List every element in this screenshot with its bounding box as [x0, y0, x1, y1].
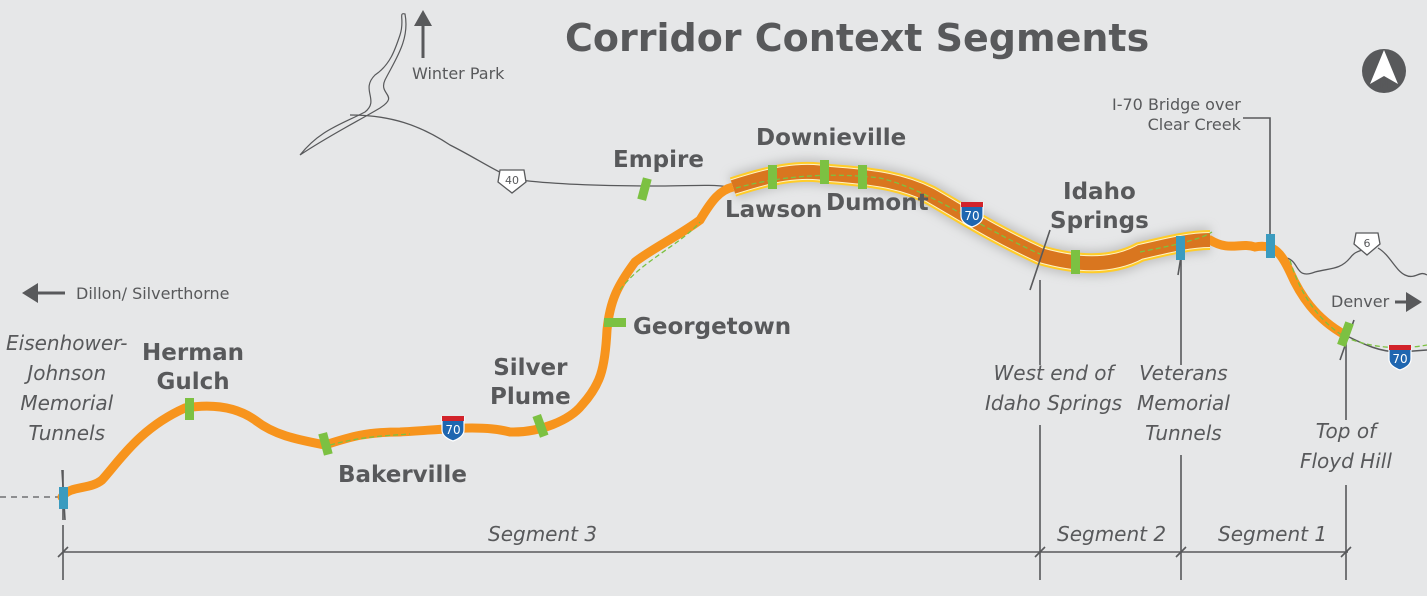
marker-lawson: [768, 165, 777, 189]
i70-shield-icon: 70: [441, 416, 465, 442]
town-dumont: Dumont: [826, 190, 929, 216]
segment-lines: [57, 117, 1355, 580]
us40-shield-icon: 40: [497, 169, 527, 194]
label-floyd-hill: Top of Floyd Hill: [1300, 419, 1392, 473]
marker-bridge: [1266, 234, 1275, 258]
marker-floyd-hill: [1337, 321, 1354, 347]
us6-road: [1286, 247, 1427, 278]
label-bridge: I-70 Bridge over Clear Creek: [1112, 95, 1241, 134]
denver-label: Denver: [1331, 292, 1390, 311]
dillon-label: Dillon/ Silverthorne: [76, 284, 230, 303]
segment-2-label: Segment 2: [1057, 522, 1167, 546]
town-georgetown: Georgetown: [633, 314, 792, 340]
frontage-trail: [329, 174, 1427, 446]
i70-east: [1344, 334, 1427, 353]
marker-veterans: [1176, 236, 1185, 260]
river-line: [299, 13, 407, 156]
marker-downieville: [820, 160, 829, 184]
marker-herman-gulch: [185, 398, 194, 420]
town-herman-gulch: Herman Gulch: [142, 340, 245, 395]
marker-tunnels: [59, 487, 68, 509]
segment-markers: [59, 234, 1275, 509]
marker-dumont: [858, 165, 867, 189]
svg-text:70: 70: [1392, 352, 1407, 366]
i70-shield-icon: 70: [1388, 345, 1412, 371]
town-bakerville: Bakerville: [338, 462, 467, 488]
town-markers: [185, 160, 1354, 456]
svg-text:70: 70: [964, 209, 979, 223]
label-eisenhower-tunnels: Eisenhower- Johnson Memorial Tunnels: [6, 331, 128, 445]
label-veterans-tunnels: Veterans Memorial Tunnels: [1137, 361, 1230, 445]
town-downieville: Downieville: [756, 125, 907, 151]
marker-empire: [637, 177, 652, 201]
svg-text:6: 6: [1364, 237, 1371, 250]
page-title: Corridor Context Segments: [565, 16, 1150, 60]
town-empire: Empire: [613, 147, 704, 173]
town-idaho-springs: Idaho Springs: [1050, 179, 1149, 234]
town-silver-plume: Silver Plume: [490, 355, 571, 410]
svg-text:40: 40: [505, 174, 519, 187]
arrows: [22, 10, 1422, 312]
segment-1-label: Segment 1: [1218, 522, 1328, 546]
marker-bakerville: [318, 432, 333, 456]
north-arrow-icon: N: [1362, 49, 1406, 93]
segment-3-label: Segment 3: [488, 522, 598, 546]
marker-silver-plume: [532, 413, 549, 438]
svg-text:N: N: [1379, 78, 1388, 91]
svg-text:70: 70: [445, 423, 460, 437]
winter-park-label: Winter Park: [412, 64, 505, 83]
marker-idaho-springs: [1071, 250, 1080, 274]
i70-shield-icon: 70: [960, 202, 984, 228]
us6-shield-icon: 6: [1353, 232, 1381, 256]
label-west-end-idaho-springs: West end of Idaho Springs: [985, 361, 1123, 415]
marker-georgetown: [604, 318, 626, 327]
town-lawson: Lawson: [725, 197, 823, 223]
